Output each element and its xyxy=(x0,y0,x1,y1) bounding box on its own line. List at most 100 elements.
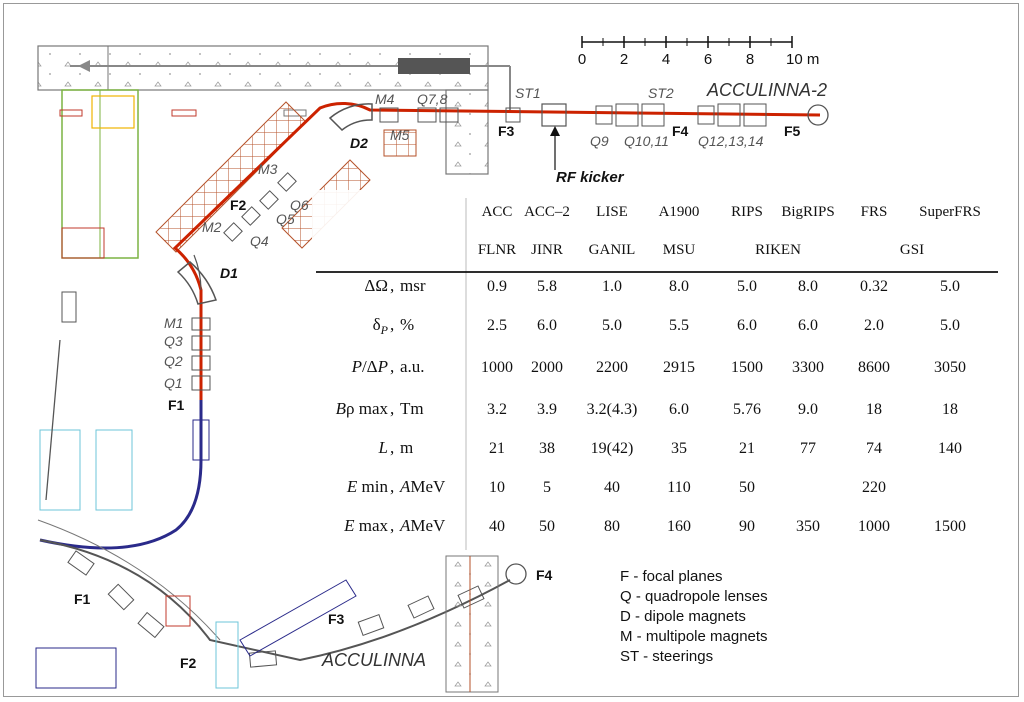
table-cell: 6.0 xyxy=(737,317,757,334)
table-row-unit: % xyxy=(400,315,414,334)
table-row-param: P/ΔP xyxy=(351,357,388,376)
table-cell: 5.5 xyxy=(669,317,689,334)
label-q2: Q2 xyxy=(164,353,183,369)
table-cell: 140 xyxy=(938,440,962,457)
table-facility-header: ACC xyxy=(482,204,513,220)
table-cell: 38 xyxy=(539,440,555,457)
label-q6: Q6 xyxy=(290,197,309,213)
table-cell: 1000 xyxy=(481,359,513,376)
label-bottom-f3: F3 xyxy=(328,611,345,627)
table-cell: 8.0 xyxy=(669,278,689,295)
label-bottom-f2: F2 xyxy=(180,655,197,671)
label-f4: F4 xyxy=(672,123,689,139)
table-cell: 90 xyxy=(739,518,755,535)
scale-tick-label: 8 xyxy=(746,51,754,68)
label-q1: Q1 xyxy=(164,375,183,391)
concrete-wall xyxy=(37,45,511,175)
table-cell: 3300 xyxy=(792,359,824,376)
scale-tick-label: 6 xyxy=(704,51,712,68)
table-row-comma: , xyxy=(390,399,394,418)
table-facility-header: SuperFRS xyxy=(919,204,981,220)
table-cell: 50 xyxy=(739,479,755,496)
table-cell: 2.0 xyxy=(864,317,884,334)
table-cell: 5.8 xyxy=(537,278,557,295)
table-cell: 10 xyxy=(489,479,505,496)
scale-tick-label: 4 xyxy=(662,51,670,68)
table-row-unit: a.u. xyxy=(400,357,425,376)
scale-tick-label: 0 xyxy=(578,51,586,68)
table-facility-header: BigRIPS xyxy=(781,204,834,220)
table-cell: 5.0 xyxy=(737,278,757,295)
label-q78: Q7,8 xyxy=(417,91,448,107)
table-facility-header: RIPS xyxy=(731,204,763,220)
figure-frame xyxy=(3,3,1019,697)
label-d1: D1 xyxy=(220,265,238,281)
table-facility-header: LISE xyxy=(596,204,628,220)
scale-tick-label: 10 m xyxy=(786,51,819,68)
table-row-unit: AMeV xyxy=(399,516,446,535)
table-cell: 3.2 xyxy=(487,401,507,418)
table-lab-header: FLNR xyxy=(478,242,516,258)
table-row-param: E max xyxy=(343,516,388,535)
legend-item: ST - steerings xyxy=(620,648,713,665)
table-cell: 5.0 xyxy=(602,317,622,334)
table-cell: 6.0 xyxy=(798,317,818,334)
table-cell: 6.0 xyxy=(669,401,689,418)
rf-kicker-label: RF kicker xyxy=(556,169,625,186)
table-row-param: Bρ max xyxy=(336,399,389,418)
table-cell: 2000 xyxy=(531,359,563,376)
table-row-unit: m xyxy=(400,438,413,457)
table-row-unit: AMeV xyxy=(399,477,446,496)
table-cell: 160 xyxy=(667,518,691,535)
table-row-param: L xyxy=(378,438,388,457)
table-lab-header: JINR xyxy=(531,242,563,258)
label-bottom-f4: F4 xyxy=(536,567,553,583)
table-cell: 5.0 xyxy=(940,278,960,295)
scale-tick-label: 2 xyxy=(620,51,628,68)
table-cell: 40 xyxy=(604,479,620,496)
table-cell: 35 xyxy=(671,440,687,457)
table-cell: 1000 xyxy=(858,518,890,535)
table-cell: 110 xyxy=(667,479,690,496)
table-row-param: ΔΩ xyxy=(364,276,388,295)
label-q1011: Q10,11 xyxy=(624,133,669,149)
table-cell: 21 xyxy=(489,440,505,457)
table-cell: 50 xyxy=(539,518,555,535)
table-cell: 74 xyxy=(866,440,882,457)
table-cell: 1500 xyxy=(934,518,966,535)
table-cell: 5 xyxy=(543,479,551,496)
label-st1: ST1 xyxy=(515,85,541,101)
table-facility-header: FRS xyxy=(861,204,888,220)
table-row-comma: , xyxy=(390,516,394,535)
table-cell: 18 xyxy=(866,401,882,418)
label-q3: Q3 xyxy=(164,333,183,349)
table-cell: 9.0 xyxy=(798,401,818,418)
label-f2: F2 xyxy=(230,197,247,213)
table-cell: 2915 xyxy=(663,359,695,376)
table-cell: 3.2(4.3) xyxy=(587,401,638,418)
table-lab-header: GANIL xyxy=(589,242,636,258)
acculinna2-beamline xyxy=(172,102,829,400)
table-cell: 80 xyxy=(604,518,620,535)
label-m3: M3 xyxy=(258,161,278,177)
label-st2: ST2 xyxy=(648,85,674,101)
table-cell: 5.0 xyxy=(940,317,960,334)
table-row-comma: , xyxy=(390,477,394,496)
table-row-unit: Tm xyxy=(400,399,424,418)
table-cell: 2.5 xyxy=(487,317,507,334)
label-q4: Q4 xyxy=(250,233,269,249)
table-cell: 1.0 xyxy=(602,278,622,295)
table-facility-header: ACC–2 xyxy=(524,204,570,220)
legend-item: M - multipole magnets xyxy=(620,628,768,645)
table-cell: 0.9 xyxy=(487,278,507,295)
table-cell: 2200 xyxy=(596,359,628,376)
label-q5: Q5 xyxy=(276,211,295,227)
